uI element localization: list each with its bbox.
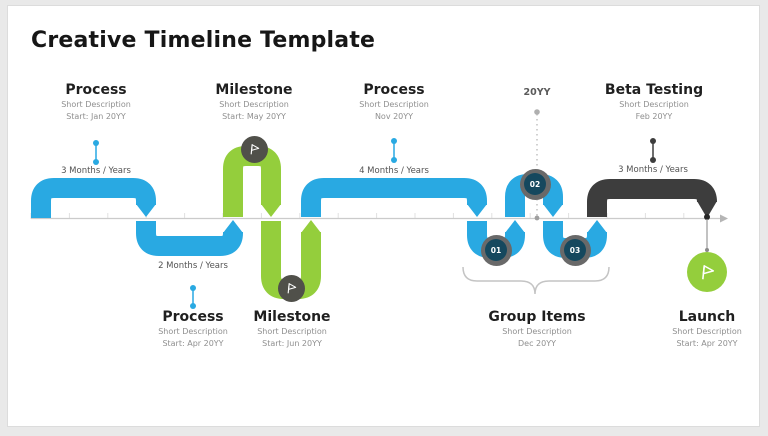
event-description: Short Description xyxy=(619,100,689,109)
event-label-launch: Launch Short Description Start: Apr 20YY xyxy=(627,309,768,349)
year-connector xyxy=(534,109,540,221)
event-date: Start: Apr 20YY xyxy=(676,338,738,348)
pipe-process-1 xyxy=(31,178,156,218)
event-label-process-nov: Process Short Description Nov 20YY xyxy=(314,82,474,122)
flag-icon xyxy=(250,143,259,154)
event-description: Short Description xyxy=(61,100,131,109)
duration-label: 3 Months / Years xyxy=(61,166,131,176)
event-title: Beta Testing xyxy=(604,82,704,98)
slide: Creative Timeline Template xyxy=(7,5,760,427)
event-date: Nov 20YY xyxy=(374,111,414,121)
year-label: 20YY xyxy=(523,87,551,98)
event-title: Process xyxy=(363,82,425,98)
pipe-process-3 xyxy=(301,178,487,217)
group-badge-01: 01 xyxy=(480,234,512,266)
event-title: Launch xyxy=(678,309,736,325)
event-label-group-items: Group Items Short Description Dec 20YY xyxy=(457,309,617,349)
event-date: Start: Jun 20YY xyxy=(262,338,322,348)
event-title: Milestone xyxy=(253,309,331,325)
milestone-flag-circle xyxy=(277,274,305,302)
event-date: Feb 20YY xyxy=(635,111,673,121)
event-label-milestone-jun: Milestone Short Description Start: Jun 2… xyxy=(212,309,372,349)
duration-label: 2 Months / Years xyxy=(158,261,228,271)
group-brace xyxy=(462,266,610,295)
event-title: Process xyxy=(162,309,224,325)
pipe-process-2 xyxy=(136,221,243,256)
event-label-beta-testing: Beta Testing Short Description Feb 20YY xyxy=(574,82,734,122)
flag-icon xyxy=(701,264,714,279)
event-title: Process xyxy=(65,82,127,98)
label-connectors xyxy=(93,138,656,309)
event-date: Start: Apr 20YY xyxy=(162,338,224,348)
event-date: Start: Jan 20YY xyxy=(66,111,126,121)
duration-label: 3 Months / Years xyxy=(618,165,688,175)
event-description: Short Description xyxy=(672,327,742,336)
pipe-beta-testing xyxy=(587,179,717,217)
badge-number: 02 xyxy=(524,173,546,195)
event-description: Short Description xyxy=(219,100,289,109)
page-title: Creative Timeline Template xyxy=(31,28,376,53)
event-description: Short Description xyxy=(158,327,228,336)
event-date: Start: May 20YY xyxy=(222,111,286,121)
event-label-process-jan: Process Short Description Start: Jan 20Y… xyxy=(16,82,176,122)
badge-number: 03 xyxy=(564,239,586,261)
axis-arrow-icon xyxy=(720,214,728,223)
flag-icon xyxy=(287,282,296,293)
event-date: Dec 20YY xyxy=(518,338,556,348)
launch-stem xyxy=(705,219,709,252)
flow-chevrons xyxy=(136,201,717,233)
badge-number: 01 xyxy=(485,239,507,261)
event-title: Group Items xyxy=(488,309,586,325)
event-label-process-apr: Process Short Description Start: Apr 20Y… xyxy=(113,309,273,349)
event-label-milestone-may: Milestone Short Description Start: May 2… xyxy=(174,82,334,122)
event-description: Short Description xyxy=(359,100,429,109)
milestone-flag-circle xyxy=(240,135,268,163)
duration-label: 4 Months / Years xyxy=(359,166,429,176)
group-badge-02: 02 xyxy=(519,168,551,200)
event-description: Short Description xyxy=(502,327,572,336)
group-badge-03: 03 xyxy=(559,234,591,266)
end-diamond xyxy=(697,201,717,218)
launch-flag-circle xyxy=(687,252,727,292)
event-title: Milestone xyxy=(215,82,293,98)
event-description: Short Description xyxy=(257,327,327,336)
